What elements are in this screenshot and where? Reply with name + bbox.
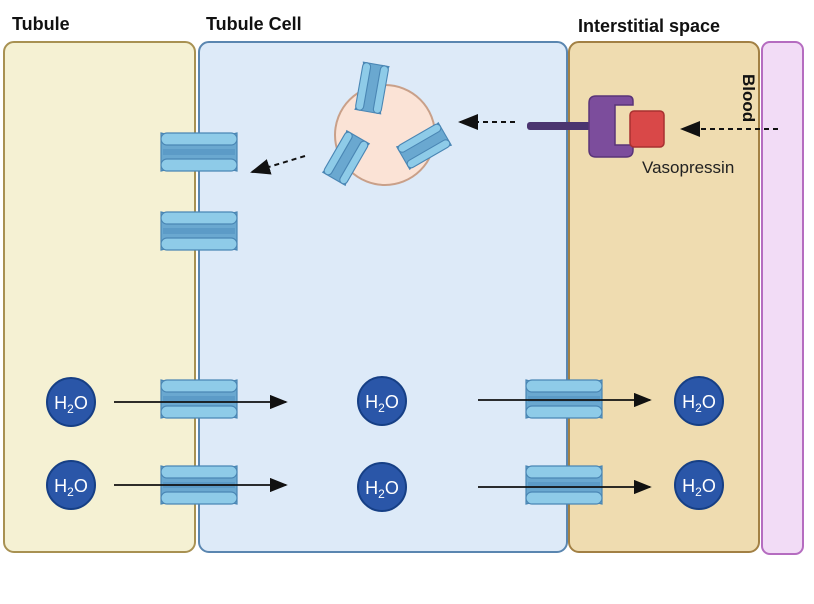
tubule-label: Tubule <box>12 14 70 34</box>
water-molecule: H2O <box>357 462 407 512</box>
blood-vessel <box>761 41 804 555</box>
vasopressin-molecule <box>629 110 665 148</box>
svg-text:H2O: H2O <box>682 392 716 415</box>
interstitial-space <box>568 41 760 553</box>
water-molecule: H2O <box>46 377 96 427</box>
water-molecule: H2O <box>46 460 96 510</box>
tubule-cell-label: Tubule Cell <box>206 14 302 34</box>
interstitial-space-label: Interstitial space <box>578 16 721 36</box>
tubule-cell <box>198 41 568 553</box>
water-molecule: H2O <box>674 376 724 426</box>
aquaporin-apical-1 <box>161 133 237 171</box>
aquaporin-apical-2 <box>161 212 237 250</box>
aquaporin-apical-3 <box>161 380 237 418</box>
dashed-arrow-vesicle-to-membrane <box>250 155 306 175</box>
water-molecule: H2O <box>357 376 407 426</box>
v2-receptor <box>527 95 634 158</box>
svg-text:H2O: H2O <box>54 393 88 416</box>
svg-text:H2O: H2O <box>365 478 399 501</box>
vasopressin-label: Vasopressin <box>642 158 735 177</box>
svg-text:H2O: H2O <box>365 392 399 415</box>
svg-text:H2O: H2O <box>54 476 88 499</box>
tubule-lumen <box>3 41 196 553</box>
svg-text:H2O: H2O <box>682 476 716 499</box>
blood-label: Blood <box>739 74 758 123</box>
water-molecule: H2O <box>674 460 724 510</box>
aquaporin-basolateral-2 <box>526 466 602 504</box>
aquaporin-basolateral-1 <box>526 380 602 418</box>
